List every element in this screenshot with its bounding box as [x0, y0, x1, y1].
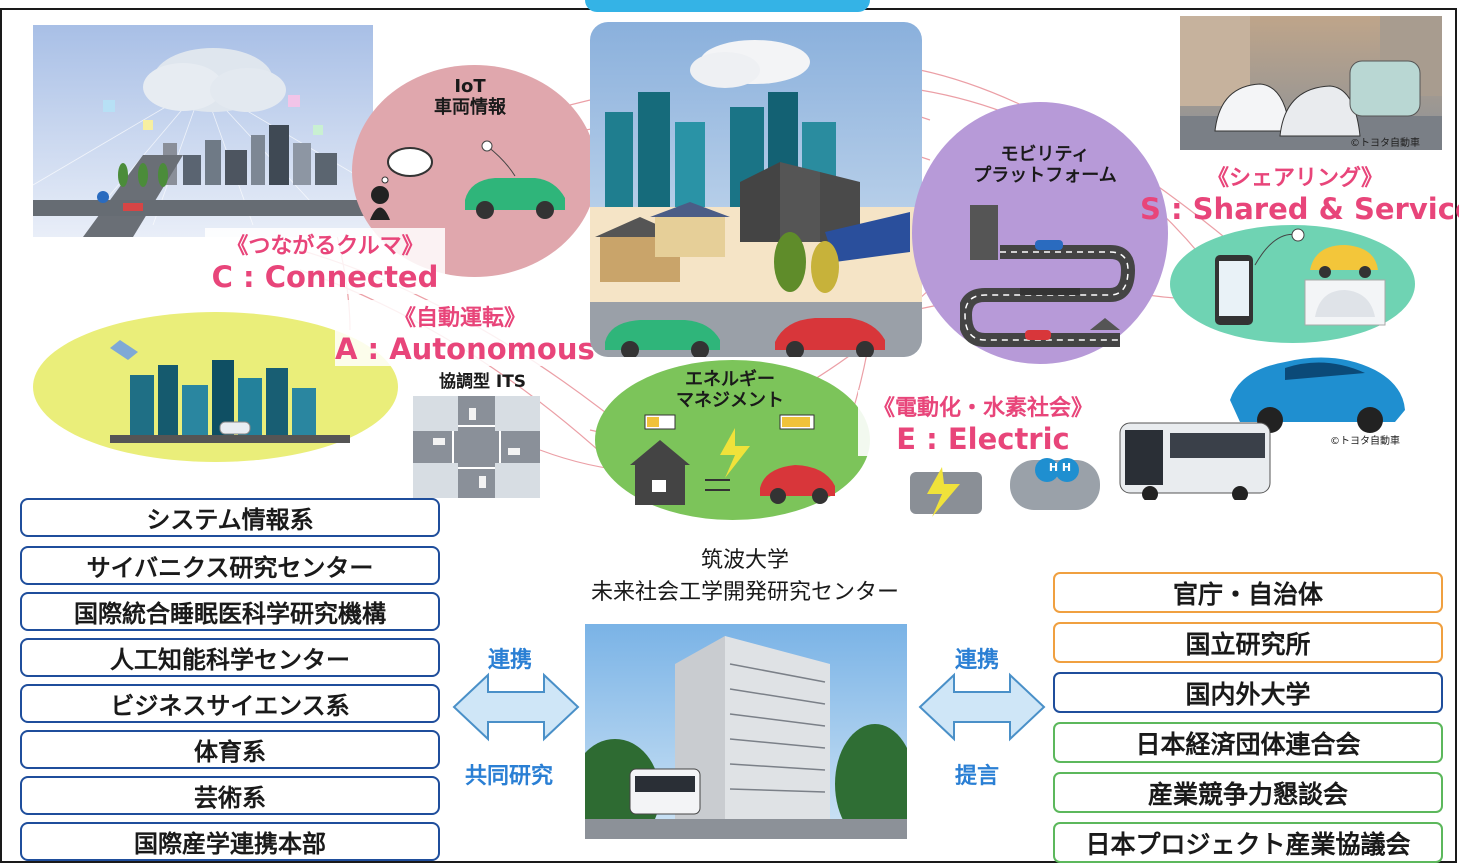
left-partner-5: ビジネスサイエンス系 [20, 684, 440, 723]
car-photo-credit: ©トヨタ自動車 [1330, 436, 1400, 447]
toyota-ev-street-photo: ©トヨタ自動車 [1180, 16, 1442, 150]
left-partner-6: 体育系 [20, 730, 440, 769]
left-arrow-top-label: 連携 [488, 648, 533, 673]
central-city-illustration [590, 22, 922, 357]
electric-en-label: E : Electric [896, 422, 1070, 456]
cloud-city-graphic [33, 48, 373, 237]
fuel-cell-bus-graphic [1119, 422, 1271, 500]
connected-car-graphic [370, 140, 565, 220]
autonomous-jp-label: 《自動運転》 [393, 306, 526, 331]
mobility-circle [912, 102, 1168, 364]
left-partner-2: サイバニクス研究センター [20, 546, 440, 585]
left-partner-4: 人工知能科学センター [20, 638, 440, 677]
autonomous-en-label: A : Autonomous [335, 332, 595, 366]
center-title: 筑波大学 未来社会工学開発研究センター [545, 545, 945, 609]
energy-label-line1: エネルギー [685, 369, 775, 390]
right-partner-6: 日本プロジェクト産業協議会 [1053, 822, 1443, 863]
sharing-phone-cars-graphic [1215, 228, 1386, 326]
right-partner-2: 国立研究所 [1053, 622, 1443, 663]
central-city-graphic [590, 40, 922, 357]
autonomous-city-graphic [110, 340, 350, 443]
connected-jp-label: 《つながるクルマ》 [226, 234, 424, 259]
iot-label: IoT 車両情報 [415, 76, 525, 118]
connected-caption: 《つながるクルマ》 C : Connected [205, 228, 445, 294]
energy-house-car-graphic [630, 414, 835, 505]
left-partner-8: 国際産学連携本部 [20, 822, 440, 861]
energy-label: エネルギー マネジメント [650, 369, 810, 411]
its-label: 協調型 ITS [438, 372, 527, 392]
right-partner-1: 官庁・自治体 [1053, 572, 1443, 613]
sharing-en-label: S : Shared & Services [1140, 192, 1459, 226]
iot-label-line2: 車両情報 [434, 96, 506, 118]
mobility-label-line2: プラットフォーム [973, 164, 1117, 186]
left-partner-1: システム情報系 [20, 498, 440, 537]
right-partner-4: 日本経済団体連合会 [1053, 722, 1443, 763]
top-accent-tab [585, 0, 870, 12]
left-double-arrow [452, 672, 580, 742]
right-arrow-bottom-label: 提言 [955, 764, 1000, 789]
right-partner-3: 国内外大学 [1053, 672, 1443, 713]
building-graphic [585, 636, 907, 839]
sharing-caption: 《シェアリング》 S : Shared & Services [1140, 160, 1459, 226]
hydrogen-label: H H [1048, 461, 1072, 474]
autonomous-caption: 《自動運転》 A : Autonomous [335, 300, 595, 366]
left-partner-7: 芸術系 [20, 776, 440, 815]
hydrogen-tank-graphic [1010, 458, 1100, 510]
right-partner-5: 産業競争力懇談会 [1053, 772, 1443, 813]
its-intersection-graphic [413, 396, 540, 498]
energy-label-line2: マネジメント [676, 389, 784, 411]
top-photo-credit: ©トヨタ自動車 [1350, 138, 1420, 149]
iot-label-line1: IoT [454, 76, 486, 97]
connected-en-label: C : Connected [211, 260, 439, 294]
smart-city-cloud-illustration [33, 25, 373, 237]
motor-graphic [910, 467, 982, 517]
electric-caption: 《電動化・水素社会》 E : Electric [858, 390, 1108, 456]
mobility-label: モビリティ プラットフォーム [940, 144, 1150, 186]
right-double-arrow [918, 672, 1046, 742]
ev-street-graphic [1180, 16, 1442, 150]
mobility-route-graphic [960, 205, 1136, 347]
university-name: 筑波大学 [700, 548, 789, 573]
left-arrow-bottom-label: 共同研究 [465, 764, 554, 789]
left-partner-3: 国際統合睡眠医科学研究機構 [20, 592, 440, 631]
center-name: 未来社会工学開発研究センター [590, 579, 899, 605]
sharing-jp-label: 《シェアリング》 [1206, 166, 1383, 191]
mobility-label-line1: モビリティ [1000, 144, 1090, 165]
right-arrow-top-label: 連携 [955, 648, 1000, 673]
electric-jp-label: 《電動化・水素社会》 [872, 396, 1093, 421]
research-center-building-photo [585, 624, 907, 839]
